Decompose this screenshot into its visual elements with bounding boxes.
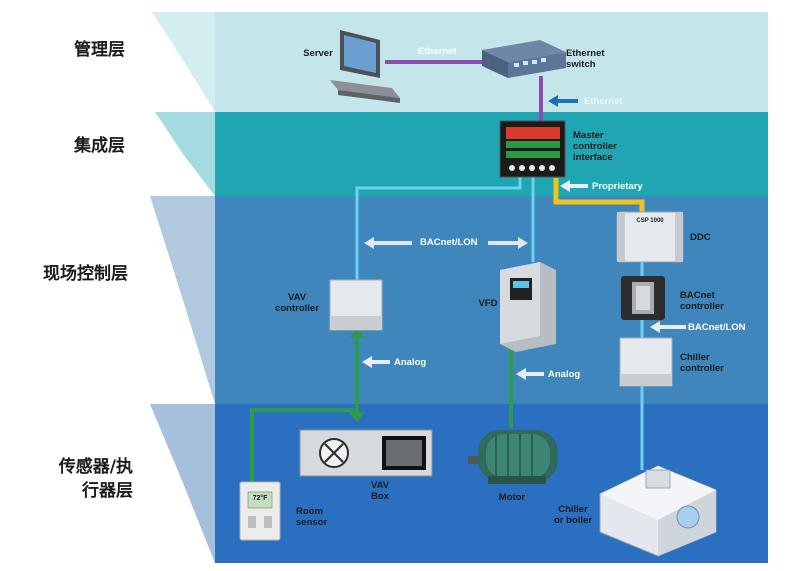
server-computer-icon xyxy=(330,30,400,103)
vav-controller-icon xyxy=(329,279,383,331)
room-sensor-label: Room sensor xyxy=(296,506,328,528)
analog-label-vav: Analog xyxy=(394,357,427,368)
analog-label-vfd: Analog xyxy=(548,369,581,380)
ethernet-label-vertical: Ethernet xyxy=(584,96,623,107)
bacnet-lon-field-label: BACnet/LON xyxy=(420,237,478,248)
ddc-label: DDC xyxy=(690,232,711,243)
server-label: Server xyxy=(303,48,333,59)
master-controller-icon xyxy=(499,120,566,178)
vav-box-label: VAV Box xyxy=(370,480,390,502)
chevron-management xyxy=(152,12,215,112)
arrow-down-vav xyxy=(349,412,365,422)
master-controller-label: Master controller interface xyxy=(573,130,617,163)
ddc-panel-text: CSP 1000 xyxy=(636,218,664,224)
layer-label-integration: 集成层 xyxy=(74,136,125,156)
chevron-sensor xyxy=(150,404,215,563)
chiller-controller-label: Chiller controller xyxy=(680,352,724,374)
vav-controller-label: VAV controller xyxy=(275,292,319,314)
motor-label: Motor xyxy=(498,492,526,503)
bacnet-wire-to-vav xyxy=(355,176,522,280)
proprietary-label: Proprietary xyxy=(592,181,643,192)
layer-chevrons xyxy=(150,12,215,563)
room-sensor-display: 72°F xyxy=(252,495,268,502)
chiller-controller-icon xyxy=(619,337,673,387)
ethernet-switch-icon xyxy=(482,40,566,78)
band-integration xyxy=(215,112,768,196)
layer-label-field: 现场控制层 xyxy=(43,264,128,284)
annotation-arrows xyxy=(362,95,686,380)
motor-icon xyxy=(468,430,558,484)
ddc-icon xyxy=(616,211,684,263)
bacnet-controller-icon xyxy=(621,276,665,320)
bacnet-lon-right-label: BACnet/LON xyxy=(688,322,746,333)
arrow-up-vav xyxy=(349,328,365,338)
layer-label-management: 管理层 xyxy=(74,40,125,60)
chevron-field xyxy=(150,196,215,404)
analog-wire-room-sensor xyxy=(250,408,357,482)
room-sensor-icon xyxy=(239,481,281,541)
vfd-label: VFD xyxy=(478,298,498,309)
bacnet-controller-label: BACnet controller xyxy=(680,290,724,312)
ethernet-switch-label: Ethernet switch xyxy=(566,48,605,70)
vfd-icon xyxy=(500,262,556,352)
vav-box-icon xyxy=(299,429,433,477)
ethernet-label-top: Ethernet xyxy=(418,46,457,57)
chiller-boiler-icon xyxy=(599,465,717,557)
chiller-boiler-label: Chiller or boiler xyxy=(553,504,592,526)
wires xyxy=(250,60,645,482)
proprietary-wire xyxy=(553,178,645,212)
chevron-integration xyxy=(155,112,215,196)
layer-label-sensor: 传感器/执 行器层 xyxy=(58,457,133,501)
